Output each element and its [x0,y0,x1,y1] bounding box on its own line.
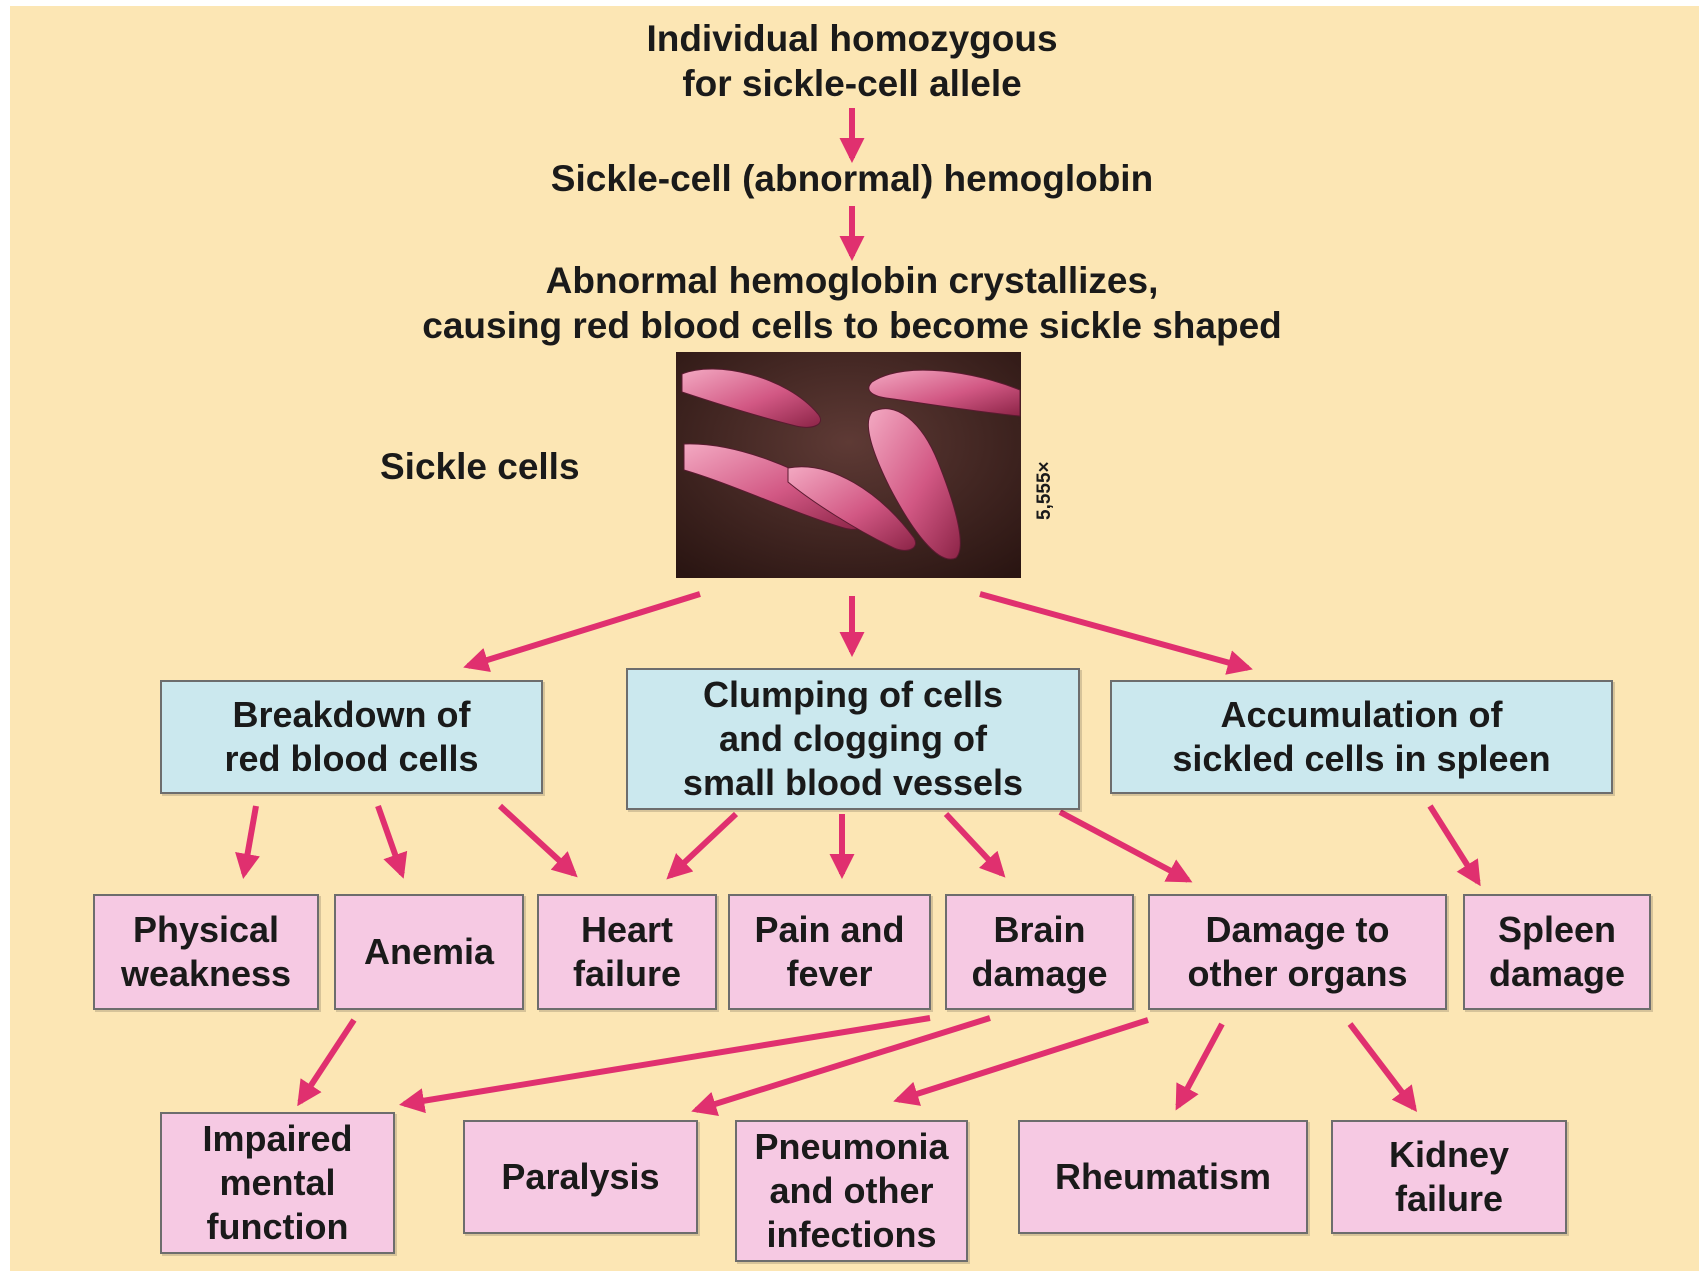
box-organs-line1: Damage to [1187,908,1407,952]
box-breakdown-of-red-blood-cells: Breakdown of red blood cells [160,680,543,794]
box-heart-failure: Heart failure [537,894,717,1010]
allele-caption-line1: Individual homozygous [552,16,1152,61]
box-paralysis-line1: Paralysis [501,1155,659,1199]
sickle-cells-label: Sickle cells [380,444,640,489]
arrow-clumping-to-brain [946,814,1002,874]
box-brain-damage: Brain damage [945,894,1134,1010]
arrow-anemia-to-impaired [300,1020,354,1102]
allele-caption-line2: for sickle-cell allele [552,61,1152,106]
arrow-breakdown-to-anemia [378,806,402,874]
box-pain-line2: fever [754,952,904,996]
box-heart-line2: failure [573,952,681,996]
box-spleen-line2: damage [1489,952,1625,996]
box-accumulation-in-spleen: Accumulation of sickled cells in spleen [1110,680,1613,794]
box-anemia-line1: Anemia [364,930,494,974]
sickle-cells-micrograph [676,352,1021,578]
crystallize-caption-line2: causing red blood cells to become sickle… [300,303,1404,348]
allele-caption: Individual homozygous for sickle-cell al… [552,16,1152,106]
arrow-cells-to-breakdown [468,594,700,666]
box-kidney-line1: Kidney [1389,1133,1509,1177]
box-accumulation-line2: sickled cells in spleen [1172,737,1550,781]
arrow-cells-to-spleen-accumulation [980,594,1248,668]
crystallize-caption: Abnormal hemoglobin crystallizes, causin… [300,258,1404,348]
box-impaired-mental-function: Impaired mental function [160,1112,395,1254]
box-anemia: Anemia [334,894,524,1010]
box-clumping-line1: Clumping of cells [683,673,1023,717]
arrow-organs-to-kidney [1350,1024,1414,1108]
arrow-breakdown-to-heart [500,806,574,874]
arrow-clumping-to-organs [1060,812,1188,880]
box-impaired-line1: Impaired [202,1117,352,1161]
magnification-label: 5,555× [1034,461,1056,520]
box-weakness-line1: Physical [121,908,291,952]
box-accumulation-line1: Accumulation of [1172,693,1550,737]
box-pneumonia-and-infections: Pneumonia and other infections [735,1120,968,1262]
arrow-organs-to-rheumatism [1178,1024,1222,1106]
box-impaired-line2: mental [202,1161,352,1205]
box-weakness-line2: weakness [121,952,291,996]
box-pneumonia-line3: infections [754,1213,948,1257]
box-pain-and-fever: Pain and fever [728,894,931,1010]
box-pneumonia-line2: and other [754,1169,948,1213]
box-breakdown-line2: red blood cells [224,737,478,781]
box-pneumonia-line1: Pneumonia [754,1125,948,1169]
arrow-breakdown-to-weakness [244,806,256,874]
box-physical-weakness: Physical weakness [93,894,319,1010]
box-impaired-line3: function [202,1205,352,1249]
box-kidney-failure: Kidney failure [1331,1120,1567,1234]
box-pain-line1: Pain and [754,908,904,952]
arrow-clumping-to-heart [670,814,736,876]
box-brain-line1: Brain [971,908,1107,952]
hemoglobin-caption: Sickle-cell (abnormal) hemoglobin [452,156,1252,201]
box-clumping-of-cells: Clumping of cells and clogging of small … [626,668,1080,810]
box-damage-to-other-organs: Damage to other organs [1148,894,1447,1010]
crystallize-caption-line1: Abnormal hemoglobin crystallizes, [300,258,1404,303]
box-clumping-line2: and clogging of [683,717,1023,761]
box-heart-line1: Heart [573,908,681,952]
box-kidney-line2: failure [1389,1177,1509,1221]
box-brain-line2: damage [971,952,1107,996]
arrow-spleen-accum-to-damage [1430,806,1478,882]
box-spleen-damage: Spleen damage [1463,894,1651,1010]
box-breakdown-line1: Breakdown of [224,693,478,737]
box-clumping-line3: small blood vessels [683,761,1023,805]
box-spleen-line1: Spleen [1489,908,1625,952]
box-paralysis: Paralysis [463,1120,698,1234]
box-rheumatism: Rheumatism [1018,1120,1308,1234]
box-organs-line2: other organs [1187,952,1407,996]
box-rheumatism-line1: Rheumatism [1055,1155,1271,1199]
